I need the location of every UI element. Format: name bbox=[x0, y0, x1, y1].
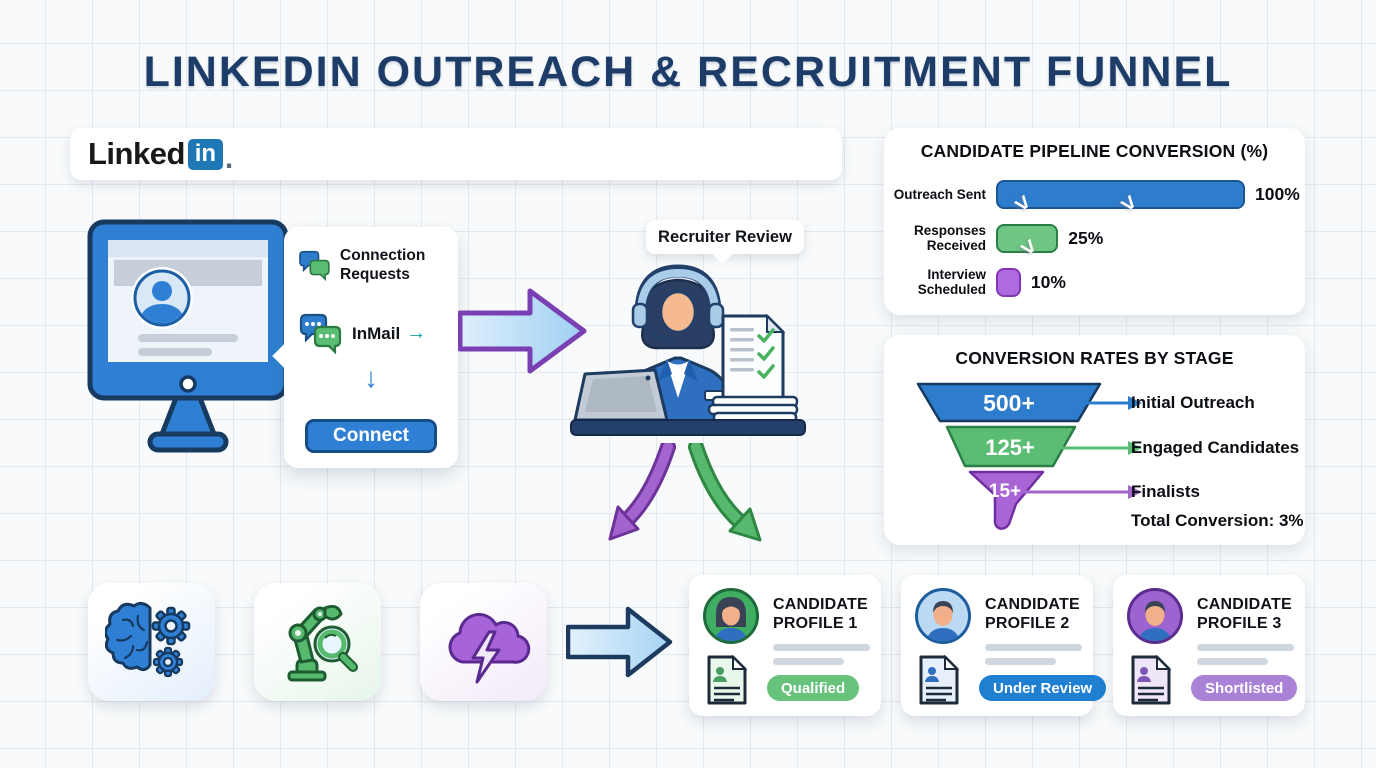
pipeline-panel: CANDIDATE PIPELINE CONVERSION (%) Outrea… bbox=[884, 128, 1305, 315]
linkedin-logo-icon: in bbox=[187, 138, 223, 170]
placeholder-line bbox=[985, 644, 1082, 651]
chat-bubbles-dots-icon bbox=[299, 313, 342, 354]
pipeline-row-value: 10% bbox=[1030, 271, 1066, 292]
placeholder-line bbox=[773, 644, 870, 651]
connect-button[interactable]: Connect bbox=[305, 419, 437, 453]
funnel-stage-label: Finalists bbox=[1131, 482, 1200, 501]
funnel-stage-count: 125+ bbox=[985, 435, 1035, 460]
pipeline-bar bbox=[996, 223, 1059, 253]
automation-card bbox=[254, 583, 381, 701]
recruiter-illustration bbox=[570, 264, 806, 436]
robot-arm-magnifier-icon bbox=[287, 605, 358, 682]
linkedin-wordmark: Linked bbox=[88, 136, 185, 171]
down-arrow-icon: ↓ bbox=[364, 362, 378, 393]
placeholder-line bbox=[985, 658, 1056, 665]
popup-item-label: InMail→ bbox=[352, 321, 427, 344]
pipeline-bar bbox=[996, 180, 1245, 209]
candidate-profile-card: CANDIDATE PROFILE 3 Shortlisted bbox=[1113, 575, 1305, 716]
pipeline-row-value: 25% bbox=[1068, 227, 1104, 248]
funnel-panel: CONVERSION RATES BY STAGE 500+ 125+ 15+ … bbox=[884, 335, 1305, 545]
funnel-stage-count: 500+ bbox=[983, 390, 1035, 416]
total-conversion-label: Total Conversion: 3% bbox=[1131, 511, 1304, 530]
monitor-profile-illustration bbox=[87, 219, 289, 453]
placeholder-line bbox=[1197, 658, 1268, 665]
pipeline-panel-title: CANDIDATE PIPELINE CONVERSION (%) bbox=[920, 141, 1269, 161]
branch-arrows bbox=[608, 443, 762, 542]
popup-row-connection-requests: Connection Requests bbox=[297, 244, 458, 286]
flow-arrow-right-2-icon bbox=[566, 606, 673, 678]
pipeline-bar bbox=[996, 267, 1021, 297]
funnel-arrow-icon bbox=[1080, 396, 1142, 410]
placeholder-line bbox=[773, 658, 844, 665]
funnel-stage-count: 15+ bbox=[989, 481, 1021, 502]
recruiter-review-text: Recruiter Review bbox=[658, 227, 792, 246]
placeholder-line bbox=[1197, 644, 1294, 651]
outreach-popup: Connection Requests InMail→ ↓ Connect bbox=[284, 227, 458, 468]
right-arrow-icon: → bbox=[406, 321, 427, 344]
curved-arrow-right-icon bbox=[688, 443, 762, 542]
candidate-profile-card: CANDIDATE PROFILE 2 Under Review bbox=[901, 575, 1107, 716]
curved-arrow-left-icon bbox=[608, 443, 676, 541]
candidate-avatar bbox=[703, 588, 759, 644]
gear-small-icon bbox=[152, 646, 183, 678]
candidate-profile-title: CANDIDATE PROFILE 2 bbox=[985, 596, 1080, 632]
funnel-chart: 500+ 125+ 15+ bbox=[916, 382, 1142, 530]
funnel-arrow-icon bbox=[1055, 441, 1142, 455]
candidate-avatar bbox=[1127, 588, 1183, 644]
pipeline-row: Interview Scheduled 10% bbox=[892, 267, 1066, 297]
pipeline-row-label: Interview Scheduled bbox=[917, 267, 986, 297]
gear-large-icon bbox=[151, 606, 190, 646]
funnel-stage-label: Initial Outreach bbox=[1131, 393, 1255, 412]
funnel-arrow-icon bbox=[1020, 485, 1142, 499]
status-badge: Qualified bbox=[767, 675, 860, 701]
status-badge: Shortlisted bbox=[1191, 675, 1298, 701]
page-title: LINKEDIN OUTREACH & RECRUITMENT FUNNEL bbox=[143, 48, 1233, 96]
pipeline-row-label: Outreach Sent bbox=[893, 187, 986, 202]
candidate-profile-title: CANDIDATE PROFILE 1 bbox=[773, 596, 868, 632]
pipeline-row-label: Responses Received bbox=[913, 223, 986, 253]
cloud-power-card bbox=[420, 583, 547, 701]
brain-gears-icon bbox=[104, 601, 190, 678]
candidate-profile-title: CANDIDATE PROFILE 3 bbox=[1197, 596, 1292, 632]
candidate-profile-card: CANDIDATE PROFILE 1 Qualified bbox=[689, 575, 881, 716]
pipeline-row: Outreach Sent 100% bbox=[892, 180, 1300, 209]
status-badge: Under Review bbox=[979, 675, 1107, 701]
resume-icon bbox=[1131, 654, 1172, 705]
resume-icon bbox=[707, 654, 748, 705]
recruiter-review-label: Recruiter Review bbox=[646, 220, 804, 254]
popup-row-inmail: InMail→ bbox=[297, 312, 426, 354]
candidate-avatar bbox=[915, 588, 971, 644]
resume-icon bbox=[919, 654, 960, 705]
funnel-panel-title: CONVERSION RATES BY STAGE bbox=[955, 348, 1234, 368]
chat-bubbles-icon bbox=[299, 250, 330, 282]
ai-brain-card bbox=[88, 583, 215, 701]
cloud-lightning-icon bbox=[448, 612, 530, 684]
linkedin-header-bar: Linked in . bbox=[70, 128, 842, 180]
popup-item-label: Connection Requests bbox=[340, 247, 426, 283]
flow-arrow-right-icon bbox=[458, 288, 587, 374]
funnel-stage-label: Engaged Candidates bbox=[1131, 438, 1300, 457]
linkedin-logo-dot: . bbox=[224, 142, 234, 175]
pipeline-row-value: 100% bbox=[1255, 184, 1300, 204]
pipeline-row: Responses Received 25% bbox=[892, 223, 1103, 253]
